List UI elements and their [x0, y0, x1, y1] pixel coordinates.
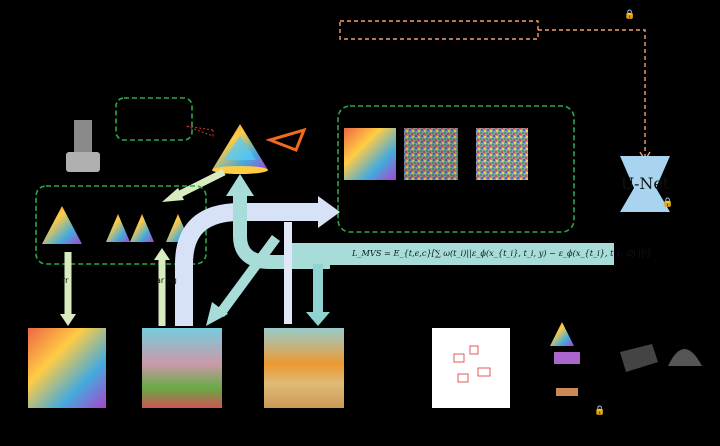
bottom-img-1: [28, 328, 106, 408]
noise-box: [337, 105, 575, 233]
label-fragment-left: rr: [62, 276, 69, 285]
lock-icon: 🔒: [624, 10, 636, 20]
bottom-img-3: [264, 328, 344, 408]
multiview-objects: [42, 206, 190, 244]
white-sketch: [432, 328, 510, 408]
main-3d-object: [212, 124, 268, 174]
camera-icon: [185, 125, 214, 137]
arrow-object-to-views: [178, 168, 226, 198]
blue-arrows: [175, 174, 340, 326]
right-objects: [550, 322, 702, 396]
sketch-lines: [453, 345, 491, 383]
bottom-img-2: [142, 328, 222, 408]
noise-img-3: [476, 128, 528, 180]
statue-render: [66, 120, 100, 172]
unet-label: U-Net: [620, 174, 670, 193]
camera-box: [115, 97, 193, 141]
label-fragment-right: ar ng: [156, 276, 177, 285]
lock-icon: 🔒: [662, 198, 674, 208]
loss-band: [290, 243, 614, 265]
noise-img-1: [344, 128, 396, 180]
lock-icon: 🔒: [594, 406, 606, 416]
orange-camera-icon: [265, 127, 307, 152]
orange-dashed-connector: [339, 20, 651, 162]
noise-img-2: [404, 128, 458, 180]
loss-formula: L_MVS = E_{t,ϵ,c}[∑ ω(t_i)||ε_ϕ(x_{t_i},…: [352, 248, 651, 258]
unet-shape: [620, 156, 670, 212]
